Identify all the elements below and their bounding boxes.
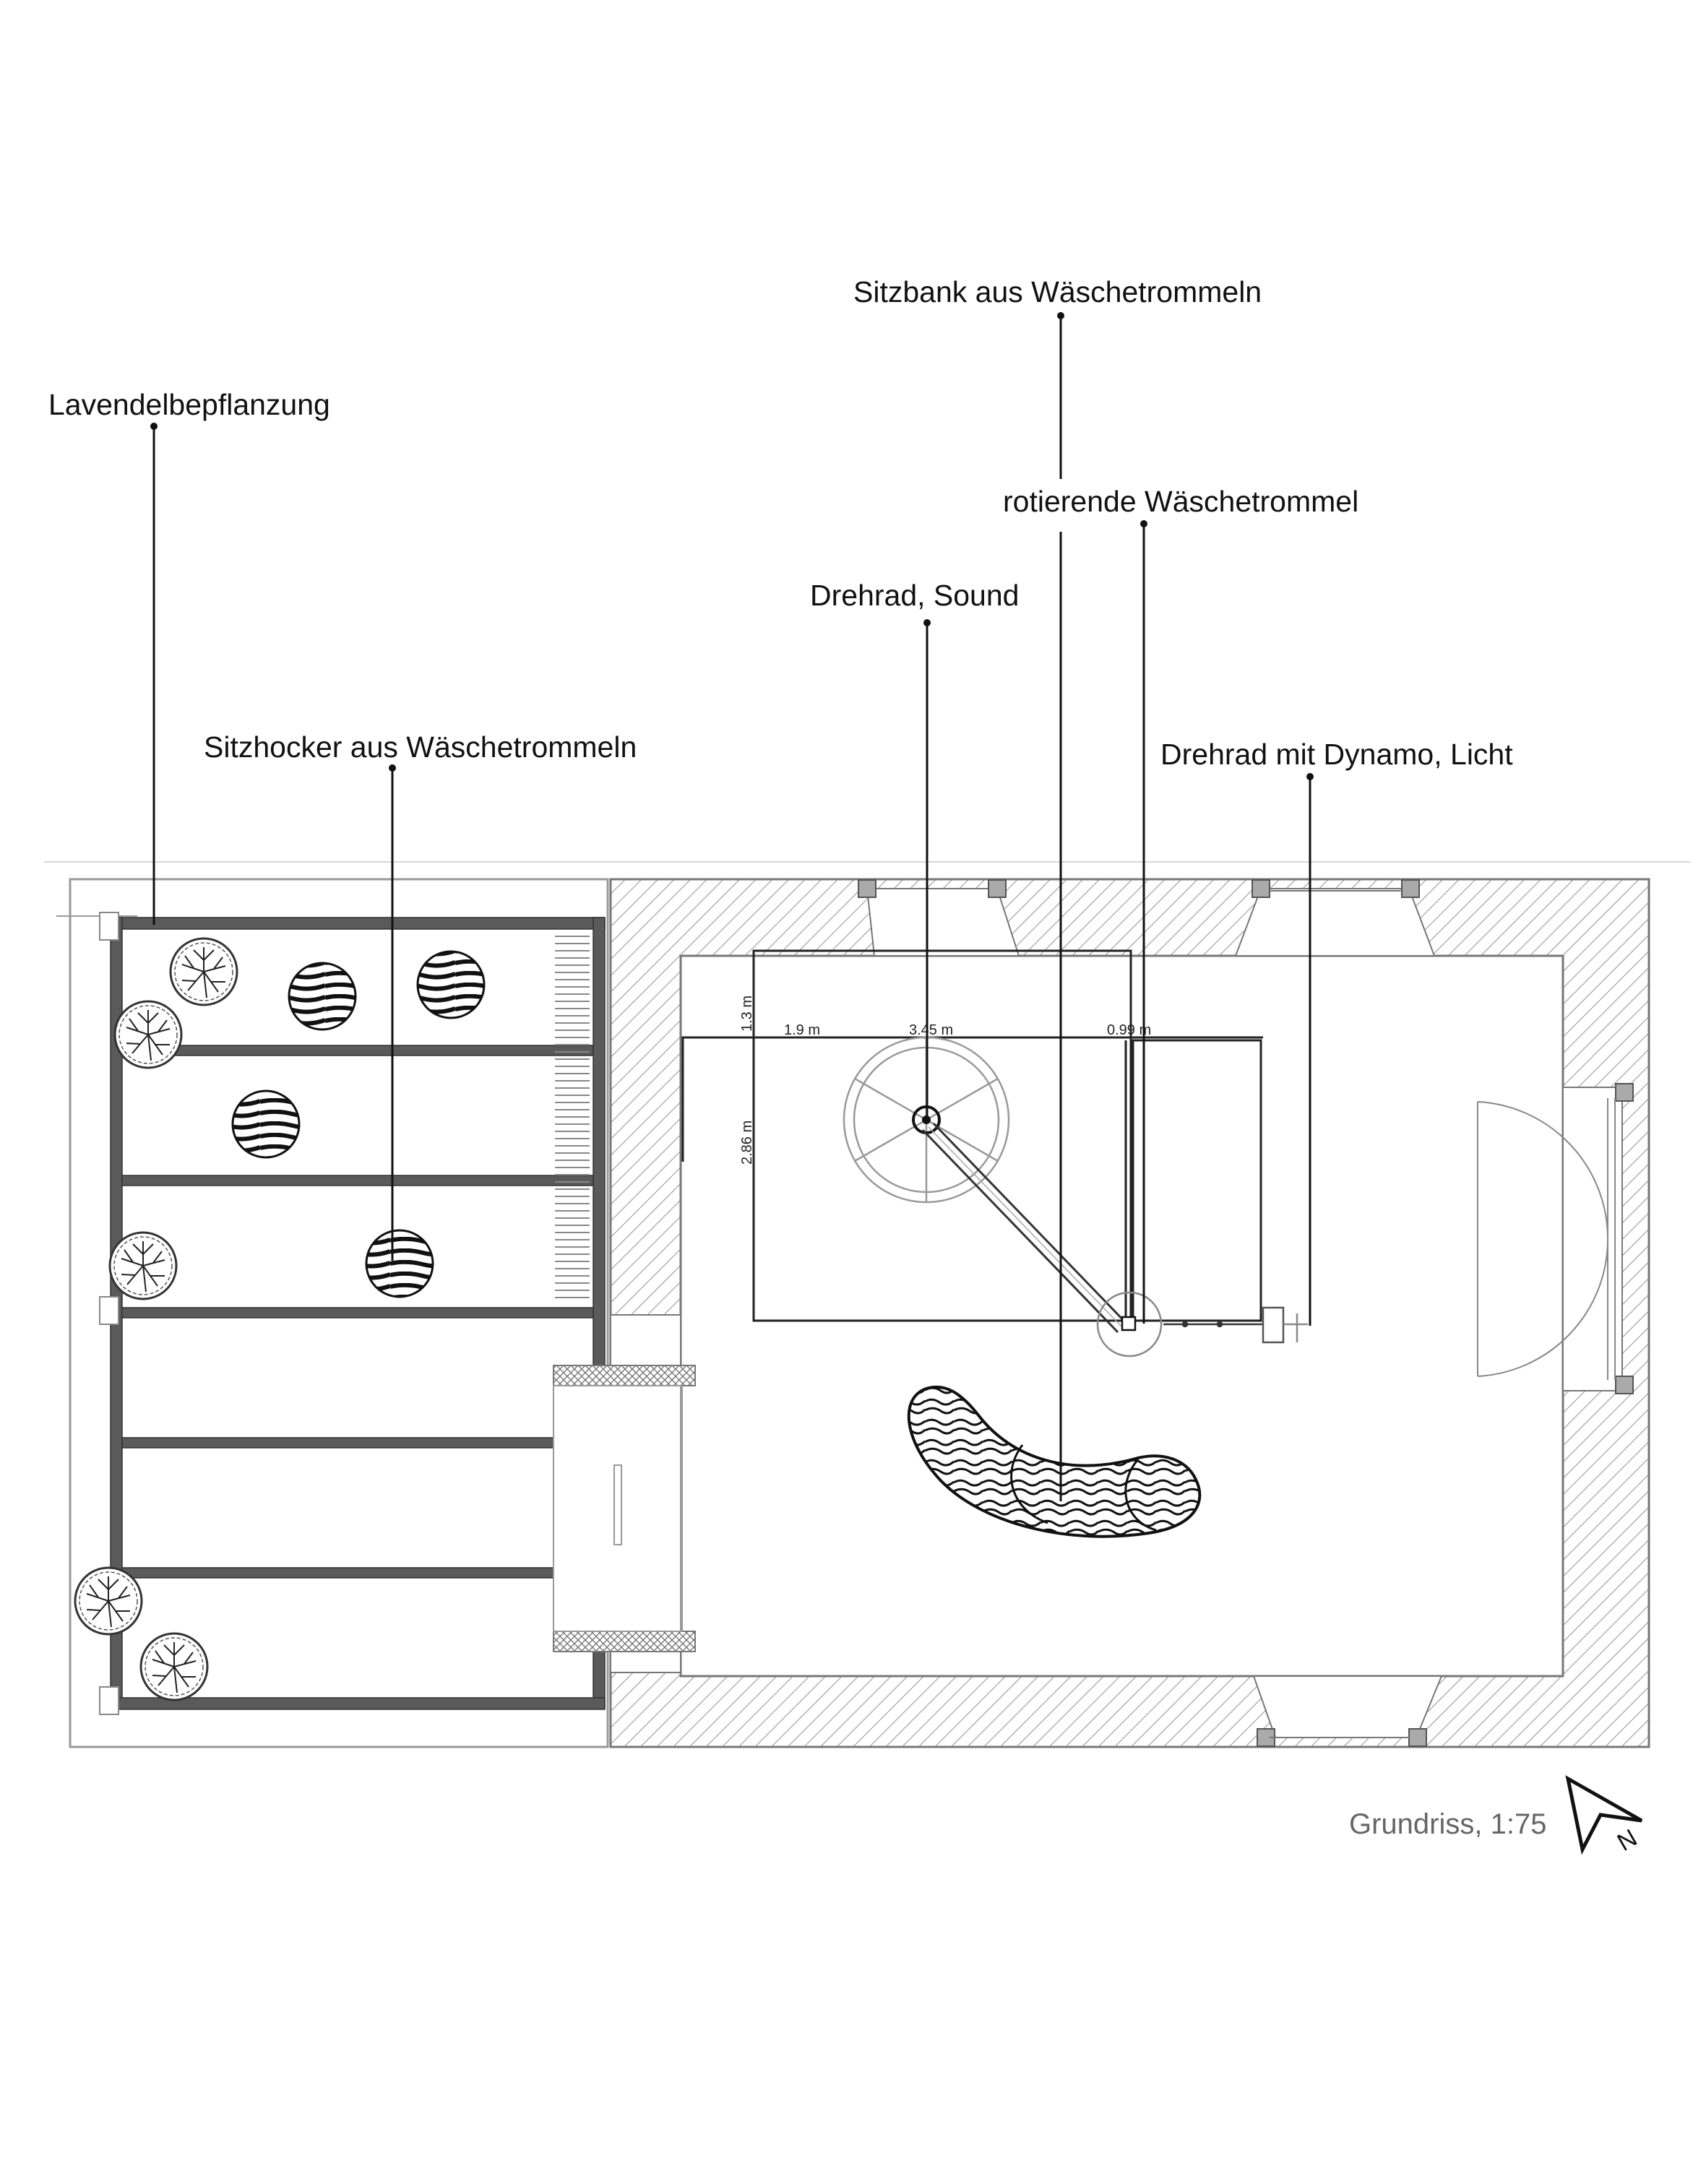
window-opening bbox=[1234, 888, 1436, 957]
lavender-plant-icon bbox=[113, 1000, 183, 1069]
stool-icon bbox=[365, 1229, 434, 1298]
rotating-drum-icon bbox=[1096, 1291, 1308, 1358]
plan-caption: Grundriss, 1:75 bbox=[1349, 1808, 1546, 1840]
label-bench: Sitzbank aus Wäschetrommeln bbox=[853, 275, 1262, 308]
bench-icon bbox=[907, 1385, 1202, 1538]
north-arrow-icon: N bbox=[1565, 1775, 1643, 1857]
label-wheel-light: Drehrad mit Dynamo, Licht bbox=[1160, 738, 1513, 771]
dimension-label: 1.9 m bbox=[784, 1022, 820, 1038]
slatted-screen bbox=[555, 936, 590, 1298]
pergola-frame bbox=[110, 917, 606, 1710]
dimension-labels: 1.3 m 1.9 m 3.45 m 0.99 m 2.86 m bbox=[739, 996, 1151, 1165]
dimension-label: 1.3 m bbox=[739, 996, 755, 1032]
label-stool: Sitzhocker aus Wäschetrommeln bbox=[204, 730, 637, 764]
drive-shaft bbox=[921, 1122, 1130, 1334]
stool-icon bbox=[288, 962, 357, 1031]
north-letter: N bbox=[1613, 1824, 1642, 1857]
garden-area bbox=[56, 878, 609, 1748]
lavender-plant-icon bbox=[169, 937, 238, 1006]
lavender-plant-icon bbox=[108, 1231, 178, 1300]
leader-lines bbox=[150, 312, 1314, 1501]
window-opening bbox=[866, 888, 1020, 957]
lavender-plant-icon bbox=[139, 1632, 209, 1701]
building bbox=[553, 878, 1650, 1748]
dimension-label: 0.99 m bbox=[1107, 1022, 1151, 1038]
stool-icon bbox=[416, 950, 486, 1019]
label-wheel-sound: Drehrad, Sound bbox=[810, 579, 1019, 612]
door-icon bbox=[1477, 1098, 1616, 1380]
label-lavender: Lavendelbepflanzung bbox=[48, 388, 330, 421]
door-opening bbox=[1562, 1087, 1623, 1391]
label-rotating-drum: rotierende Wäschetrommel bbox=[1003, 485, 1358, 518]
pergola-posts bbox=[99, 912, 119, 1715]
lavender-plant-icon bbox=[74, 1566, 143, 1636]
installation bbox=[681, 949, 1263, 1322]
stool-icon bbox=[231, 1089, 301, 1159]
platform-outline bbox=[752, 949, 1132, 1322]
dimension-label: 2.86 m bbox=[739, 1121, 755, 1165]
garden-boundary bbox=[69, 878, 609, 1748]
dimension-label: 3.45 m bbox=[909, 1022, 953, 1038]
